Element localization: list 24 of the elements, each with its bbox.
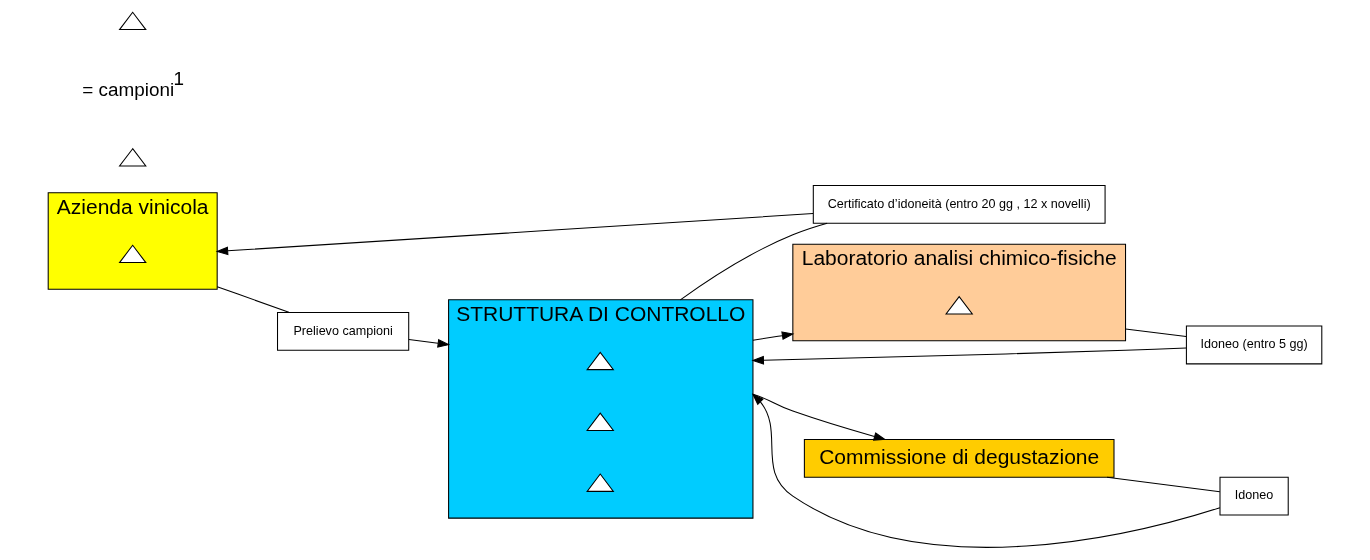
node-triangle bbox=[945, 295, 974, 315]
node-box: Idoneo bbox=[1219, 476, 1289, 516]
arrow bbox=[752, 331, 795, 341]
node-triangle bbox=[118, 244, 147, 264]
node-box: Idoneo (entro 5 gg) bbox=[1185, 325, 1323, 365]
node-box: Commissione di degustazione bbox=[803, 438, 1115, 478]
cluster: STRUTTURA DI CONTROLLO bbox=[448, 299, 754, 519]
node-box: Prelievo campioni bbox=[277, 311, 410, 351]
node-box: Certificato d’idoneità (entro 20 gg , 12 x novelli) bbox=[812, 184, 1106, 224]
connector bbox=[1125, 328, 1187, 338]
connector bbox=[216, 286, 290, 313]
arrow bbox=[408, 338, 451, 348]
connector bbox=[1106, 476, 1221, 493]
cluster: Azienda vinicola bbox=[47, 192, 218, 290]
arrow bbox=[751, 347, 1187, 365]
arrow bbox=[751, 393, 1221, 548]
arrow bbox=[215, 213, 814, 256]
cluster: Laboratorio analisi chimico-fisiche bbox=[792, 243, 1127, 342]
connector bbox=[679, 222, 828, 301]
node-triangle bbox=[586, 351, 615, 371]
arrow bbox=[752, 393, 887, 441]
node-triangle bbox=[586, 473, 615, 492]
node-triangle bbox=[118, 147, 147, 167]
node-triangle bbox=[586, 412, 615, 432]
